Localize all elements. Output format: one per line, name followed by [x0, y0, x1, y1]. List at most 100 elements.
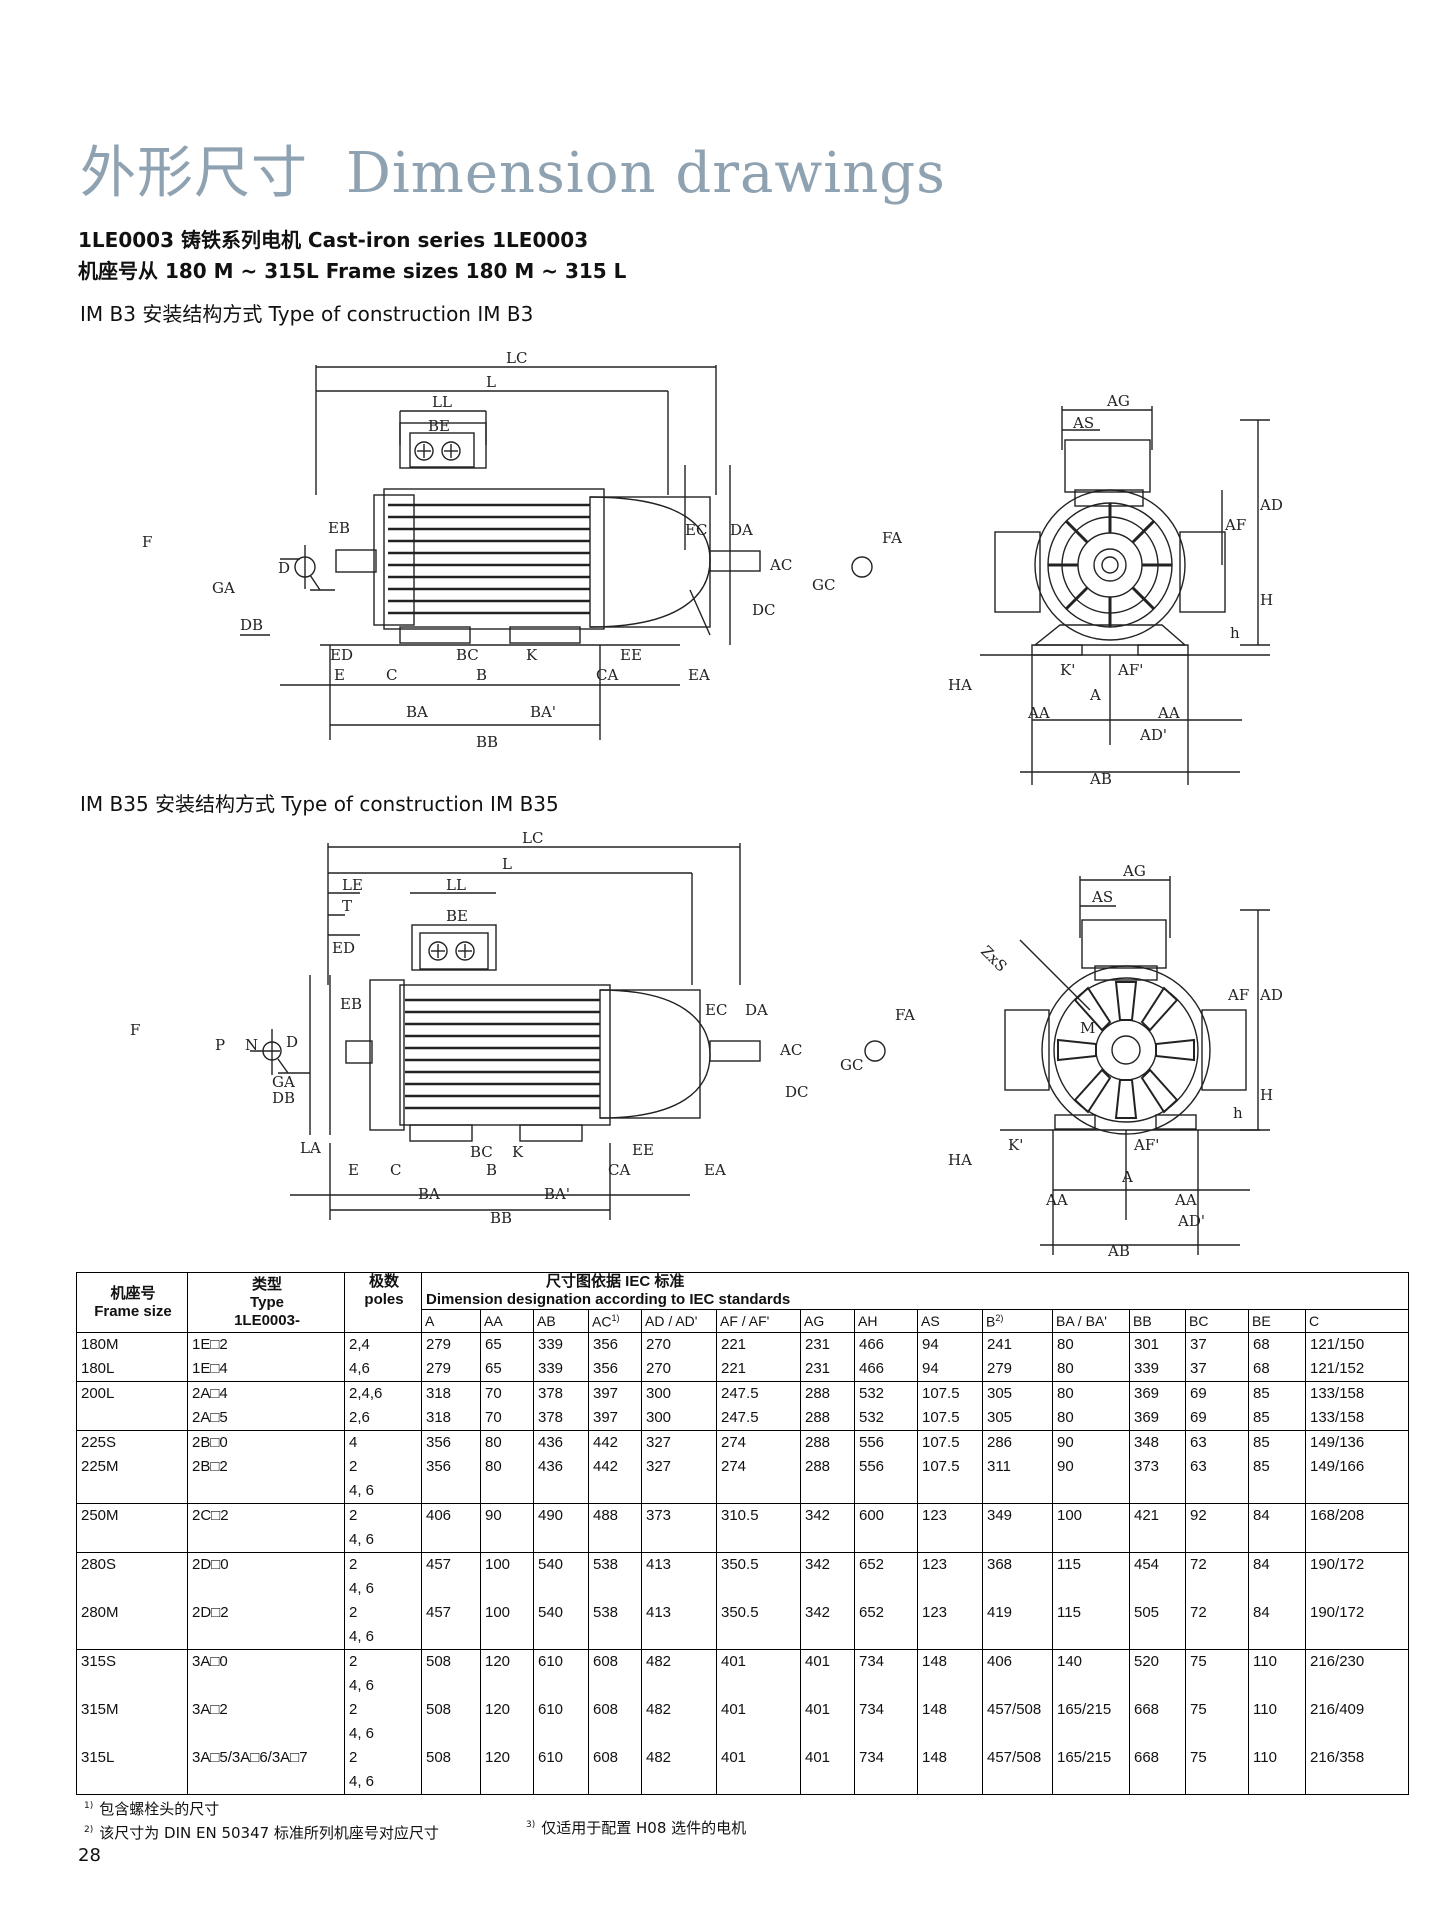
- svg-text:BE: BE: [428, 417, 450, 435]
- svg-text:EA: EA: [688, 666, 710, 684]
- cell-bc: 75 75 75: [1185, 1649, 1249, 1795]
- cell-bb: 454 505: [1129, 1552, 1186, 1650]
- cell-ad: 300 300: [641, 1381, 717, 1431]
- col-B-label: B: [986, 1313, 996, 1330]
- cell-as: 107.5 107.5: [917, 1430, 983, 1504]
- svg-text:EE: EE: [620, 646, 642, 664]
- col-A: A: [421, 1309, 481, 1333]
- cell-type: 1E□2 1E□4: [187, 1332, 345, 1382]
- section-b35-heading: IM B35 安装结构方式 Type of construction IM B3…: [80, 792, 559, 816]
- cell-c: 190/172 190/172: [1305, 1552, 1409, 1650]
- cell-af: 274 274: [716, 1430, 801, 1504]
- head-dimensions: 尺寸图依据 IEC 标准 Dimension designation accor…: [421, 1272, 1409, 1310]
- footnote-1: 1)包含螺栓头的尺寸: [84, 1800, 220, 1818]
- svg-text:T: T: [342, 897, 352, 915]
- svg-text:AB: AB: [1107, 1242, 1130, 1260]
- svg-text:P: P: [215, 1036, 225, 1054]
- cell-as: 123: [917, 1503, 983, 1553]
- cell-bb: 348 373: [1129, 1430, 1186, 1504]
- svg-text:AD': AD': [1177, 1212, 1205, 1230]
- cell-ac: 538 538: [588, 1552, 642, 1650]
- cell-ah: 466 466: [854, 1332, 918, 1382]
- cell-frame-size: 225S 225M: [76, 1430, 188, 1504]
- svg-text:LL: LL: [446, 876, 466, 894]
- cell-poles: 2,4 4,6: [344, 1332, 422, 1382]
- svg-text:AF': AF': [1133, 1136, 1159, 1154]
- cell-be: 110 110 110: [1248, 1649, 1306, 1795]
- cell-type: 2B□0 2B□2: [187, 1430, 345, 1504]
- cell-c: 168/208: [1305, 1503, 1409, 1553]
- cell-aa: 80 80: [480, 1430, 534, 1504]
- svg-text:h: h: [1233, 1104, 1243, 1122]
- cell-ah: 600: [854, 1503, 918, 1553]
- svg-text:D: D: [278, 559, 290, 577]
- cell-ab: 490: [533, 1503, 589, 1553]
- cell-poles: 2 4, 6: [344, 1503, 422, 1553]
- col-AC-label: AC: [592, 1313, 612, 1330]
- svg-text:F: F: [142, 533, 152, 551]
- cell-ag: 288 288: [800, 1381, 855, 1431]
- cell-ag: 231 231: [800, 1332, 855, 1382]
- series-subtitle: 1LE0003 铸铁系列电机 Cast-iron series 1LE0003: [78, 228, 589, 252]
- cell-ab: 339 339: [533, 1332, 589, 1382]
- footnote-2-text: 该尺寸为 DIN EN 50347 标准所列机座号对应尺寸: [99, 1824, 439, 1842]
- cell-ab: 540 540: [533, 1552, 589, 1650]
- cell-ba: 90 90: [1052, 1430, 1130, 1504]
- cell-frame-size: 200L: [76, 1381, 188, 1431]
- cell-b: 305 305: [982, 1381, 1053, 1431]
- svg-text:LC: LC: [506, 349, 527, 367]
- cell-aa: 90: [480, 1503, 534, 1553]
- head-frame-size: 机座号 Frame size: [76, 1272, 188, 1333]
- col-C: C: [1305, 1309, 1409, 1333]
- svg-text:K: K: [526, 646, 538, 664]
- cell-a: 406: [421, 1503, 481, 1553]
- cell-ac: 442 442: [588, 1430, 642, 1504]
- svg-text:BC: BC: [470, 1143, 493, 1161]
- svg-text:AD: AD: [1259, 496, 1283, 514]
- cell-a: 508 508 508: [421, 1649, 481, 1795]
- svg-text:BA: BA: [418, 1185, 440, 1203]
- cell-be: 85 85: [1248, 1381, 1306, 1431]
- cell-bc: 72 72: [1185, 1552, 1249, 1650]
- svg-text:BA': BA': [530, 703, 556, 721]
- cell-bc: 63 63: [1185, 1430, 1249, 1504]
- cell-bb: 520 668 668: [1129, 1649, 1186, 1795]
- cell-bc: 69 69: [1185, 1381, 1249, 1431]
- col-AF: AF / AF': [716, 1309, 801, 1333]
- col-AS: AS: [917, 1309, 983, 1333]
- footnotes: 1)包含螺栓头的尺寸 2)该尺寸为 DIN EN 50347 标准所列机座号对应…: [84, 1796, 439, 1844]
- cell-ad: 413 413: [641, 1552, 717, 1650]
- footnote-2: 2)该尺寸为 DIN EN 50347 标准所列机座号对应尺寸: [84, 1824, 439, 1842]
- svg-text:EC: EC: [705, 1001, 727, 1019]
- svg-text:AA: AA: [1157, 704, 1180, 722]
- svg-text:DB: DB: [240, 616, 263, 634]
- svg-text:M: M: [1080, 1019, 1095, 1037]
- cell-ad: 373: [641, 1503, 717, 1553]
- cell-frame-size: 280S 280M: [76, 1552, 188, 1650]
- svg-text:AD: AD: [1259, 986, 1283, 1004]
- cell-ag: 342: [800, 1503, 855, 1553]
- frame-size-subtitle: 机座号从 180 M ~ 315L Frame sizes 180 M ~ 31…: [78, 259, 627, 283]
- cell-ag: 401 401 401: [800, 1649, 855, 1795]
- svg-text:AF: AF: [1224, 516, 1246, 534]
- cell-a: 457 457: [421, 1552, 481, 1650]
- svg-text:GA: GA: [272, 1073, 295, 1091]
- svg-text:DA: DA: [745, 1001, 768, 1019]
- cell-frame-size: 250M: [76, 1503, 188, 1553]
- svg-text:B: B: [476, 666, 487, 684]
- svg-text:D: D: [286, 1033, 298, 1051]
- cell-ah: 734 734 734: [854, 1649, 918, 1795]
- svg-text:GC: GC: [812, 576, 835, 594]
- col-AD: AD / AD': [641, 1309, 717, 1333]
- cell-be: 84 84: [1248, 1552, 1306, 1650]
- svg-text:EB: EB: [340, 995, 362, 1013]
- cell-bb: 369 369: [1129, 1381, 1186, 1431]
- col-AB: AB: [533, 1309, 589, 1333]
- cell-c: 121/150 121/152: [1305, 1332, 1409, 1382]
